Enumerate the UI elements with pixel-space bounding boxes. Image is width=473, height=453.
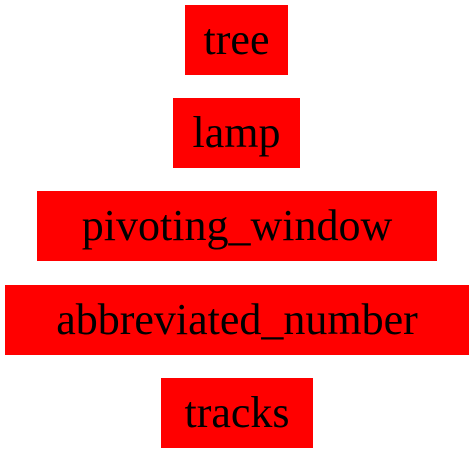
label-pivoting-window: pivoting_window — [37, 191, 437, 261]
label-abbreviated-number: abbreviated_number — [5, 285, 469, 355]
label-tree: tree — [185, 5, 288, 75]
label-tracks: tracks — [161, 378, 313, 448]
label-lamp: lamp — [173, 98, 300, 168]
